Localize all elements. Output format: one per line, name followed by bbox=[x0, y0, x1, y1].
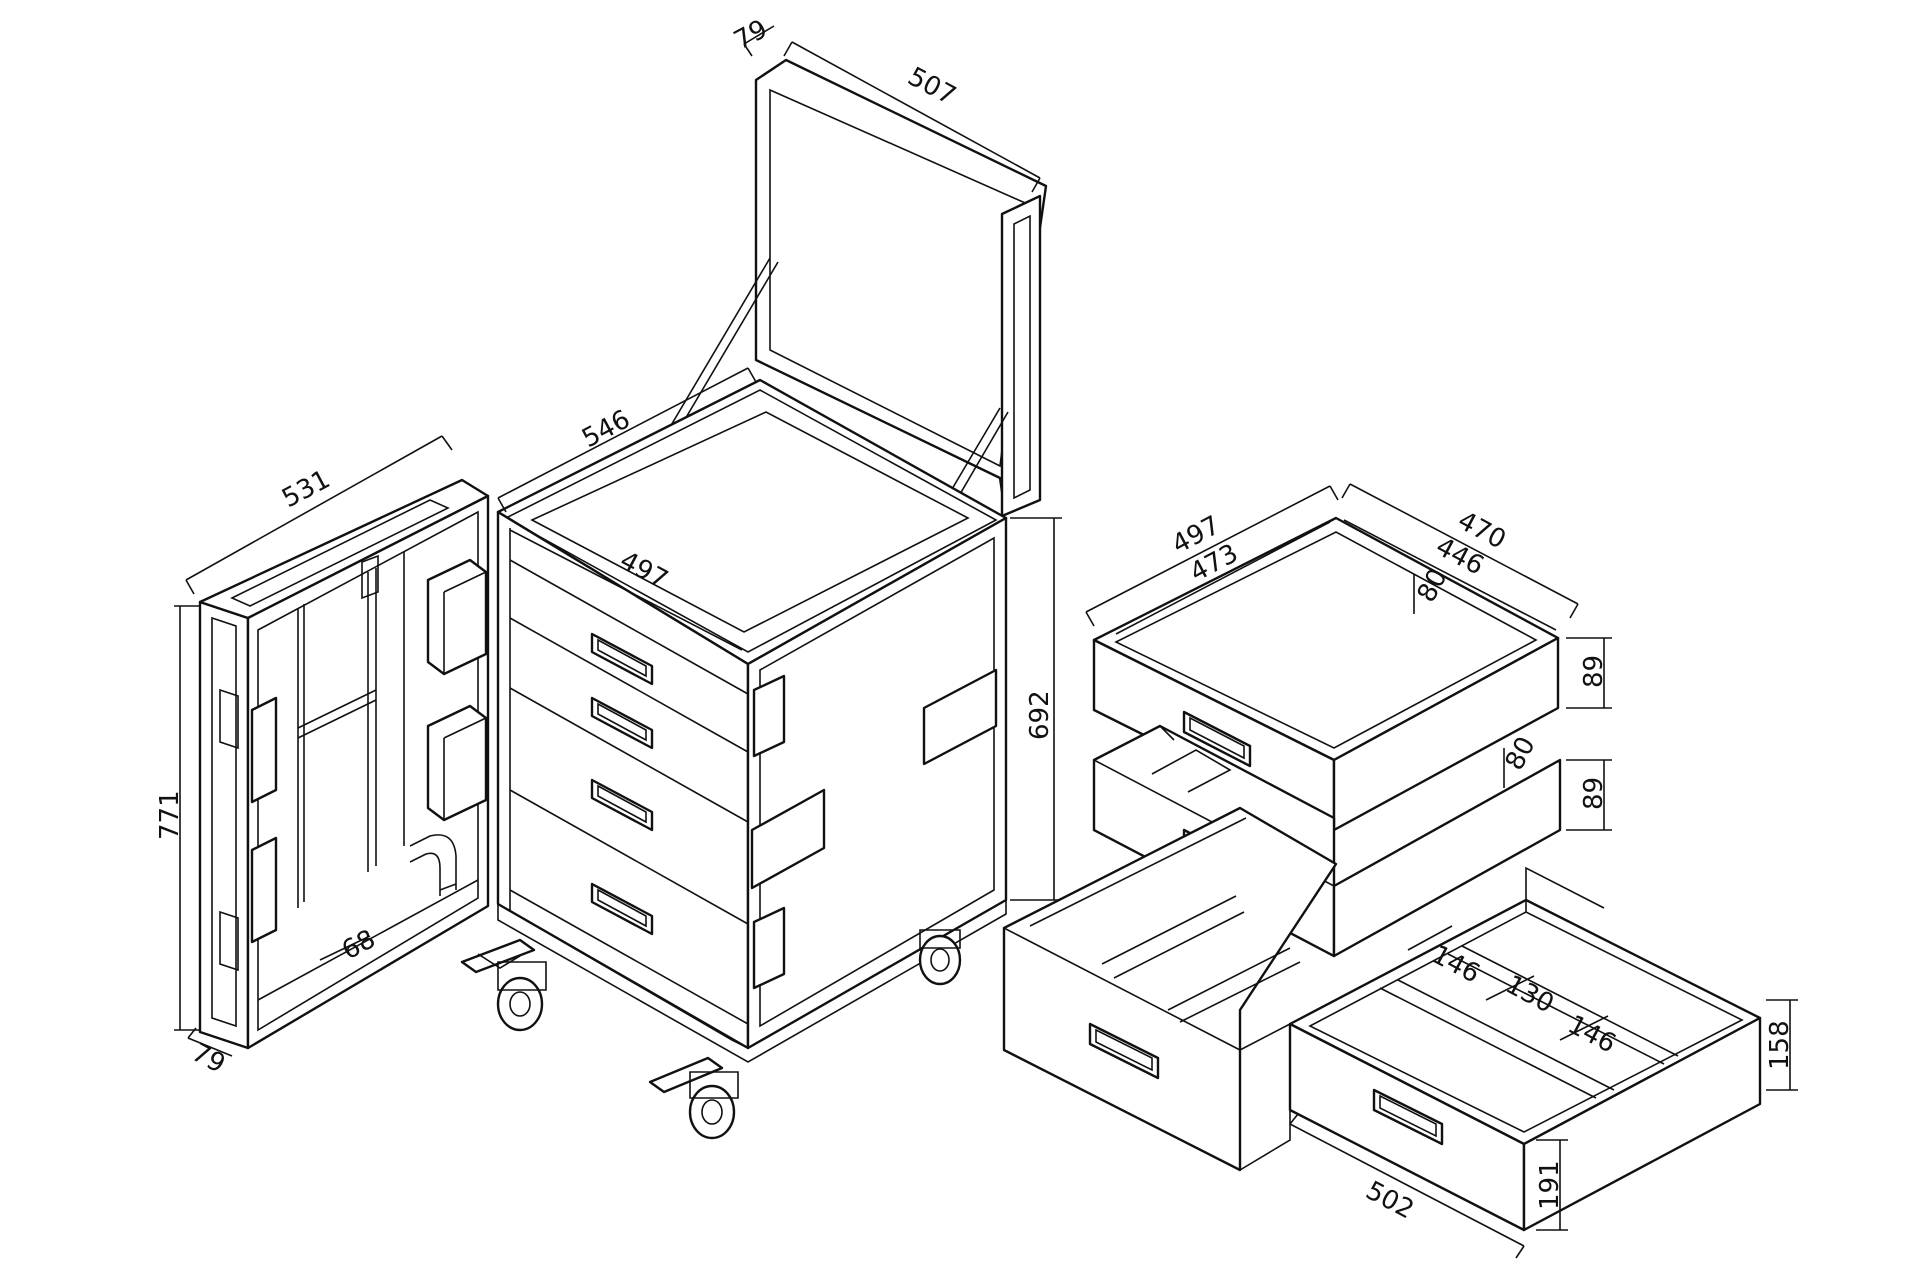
drawer-dimensions bbox=[1085, 483, 1798, 1259]
door-height-label: 771 bbox=[155, 790, 185, 840]
deep-drawer-left bbox=[1002, 806, 1338, 1172]
door-depth-label: 79 bbox=[187, 1038, 230, 1080]
door-panel bbox=[198, 478, 490, 1050]
deep-drawer-front-height-label: 191 bbox=[1535, 1160, 1565, 1210]
height-main-label: 692 bbox=[1025, 690, 1055, 740]
shallow-drawer-top bbox=[1092, 516, 1560, 832]
main-cabinet bbox=[496, 58, 1048, 1063]
door-dimensions bbox=[174, 435, 453, 1057]
casters bbox=[460, 929, 962, 1140]
cabinet-dimensions bbox=[497, 25, 1062, 901]
door-width-label: 531 bbox=[277, 464, 335, 514]
lid-width-label: 507 bbox=[903, 62, 961, 112]
drawer-height-2-label: 89 bbox=[1579, 777, 1609, 810]
deep-drawer-right bbox=[1288, 866, 1762, 1232]
drawer-height-1-label: 89 bbox=[1579, 655, 1609, 688]
deep-drawer-length-label: 502 bbox=[1361, 1176, 1419, 1226]
deep-drawer-height-label: 158 bbox=[1765, 1020, 1795, 1070]
lid-depth-label: 79 bbox=[729, 14, 772, 56]
drawer-inner-height-2-label: 80 bbox=[1500, 732, 1542, 775]
